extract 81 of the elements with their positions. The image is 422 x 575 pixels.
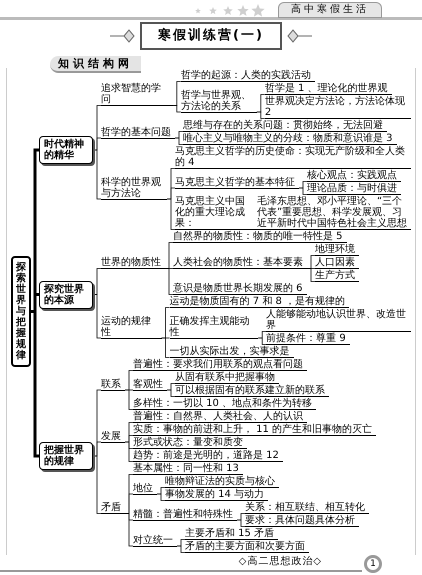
branch-label: 地理环境 xyxy=(315,244,359,256)
connector-line xyxy=(124,513,134,546)
branch-label: 理论品质：与时俱进 xyxy=(307,183,401,195)
branch-label: 人能够能动地认识世界、改造世界 xyxy=(266,309,411,332)
branch-label: 世界观决定方法论，方法论体现 2 xyxy=(264,96,411,119)
connector-line xyxy=(92,294,102,338)
node-text: 马克思主义中国化的重大理论成果： xyxy=(175,196,246,229)
branch-label: 思维与存在的关系问题：贯彻始终，无法回避 xyxy=(183,120,387,132)
connector-line xyxy=(164,268,174,295)
connector-line xyxy=(31,293,39,313)
branch-label: 运动的规律性 xyxy=(101,316,162,338)
connector-line xyxy=(124,390,134,410)
connector-line xyxy=(306,268,316,282)
header-tab: 高中寒假生活 xyxy=(278,2,382,18)
branch-label: 要求：具体问题具体分析 xyxy=(245,515,359,527)
branch-label: 世界的物质性 xyxy=(101,257,165,269)
connector-line xyxy=(298,188,308,195)
branch-label: 事物发展的 14 与动力 xyxy=(165,489,268,501)
branch-label: 关系：相互联结、相互转化 xyxy=(245,502,369,514)
connector-line xyxy=(92,456,102,514)
branch-label: 趋势：前途是光明的，道路是 12 xyxy=(133,450,283,462)
section-heading: 知识结构网 xyxy=(50,56,141,73)
branch-label: 前提条件：尊重 9 xyxy=(266,333,350,345)
branch-label: 多样性：一切以 10 、地点和条件为转移 xyxy=(133,398,316,410)
connector-line xyxy=(174,138,184,145)
node-text: 毛泽东思想、邓小平理论、“三个代表”重要思想、科学发展观、习近平新时代中国特色社会主义思想 xyxy=(257,196,407,229)
branch-label: 唯心主义与唯物主义的分歧：物质和意识谁是 3 xyxy=(183,133,397,145)
title-banner: 寒假训练营(一) xyxy=(140,22,282,50)
branch-label: 一切从实际出发，实事求是 xyxy=(170,346,294,358)
branch-label: 哲学的基本问题 xyxy=(101,126,175,138)
topic-box: 时代精神的精华 xyxy=(39,136,93,164)
branch-label: 形式或状态：量变和质变 xyxy=(133,437,247,449)
branch-label: 哲学的起源：人类的实践活动 xyxy=(180,70,315,82)
branch-label: 运动是物质固有的 7 和 8 ，是有规律的 xyxy=(170,296,350,308)
connector-line xyxy=(176,546,186,553)
branch-label: 哲学是 1 、理论化的世界观 xyxy=(264,83,392,95)
connector-line xyxy=(31,310,39,458)
branch-label: 实质：事物的前进和上升， 11 的产生和旧事物的灭亡 xyxy=(133,424,376,436)
connector-line xyxy=(161,338,170,358)
branch-label: 哲学与世界观、方法论的关系 xyxy=(180,90,257,112)
branch-label: 人口因素 xyxy=(315,257,359,269)
connector-line xyxy=(236,520,246,527)
connector-line xyxy=(258,338,267,345)
topic-box: 探究世界的本源 xyxy=(39,280,93,308)
branch-label: 唯物辩证法的实质与核心 xyxy=(165,476,279,488)
branch-label: 普遍性：要求我们用联系的观点看问题 xyxy=(133,359,307,371)
branch-label: 客观性 xyxy=(133,378,167,390)
branch-label: 联系 xyxy=(101,378,125,390)
branch-label: 追求智慧的学问 xyxy=(101,83,173,106)
page-number: 1 xyxy=(364,555,382,573)
branch-label: 主要矛盾和 15 矛盾 xyxy=(185,528,278,540)
branch-label: 基本属性：同一性和 13 xyxy=(133,463,243,475)
branch-label: 意识是物质世界长期发展的 6 xyxy=(173,283,307,295)
topic-box: 把握世界的规律 xyxy=(39,442,93,470)
branch-label xyxy=(175,196,411,230)
branch-label: 可以根据固有的联系建立新的联系 xyxy=(175,385,329,397)
branch-label: 自然界的物质性：物质的唯一特性是 5 xyxy=(173,231,347,243)
connector-line xyxy=(156,494,166,501)
branch-label: 核心观点：实践观点 xyxy=(307,170,401,182)
footer-subject: ◇高二思想政治◇ xyxy=(238,555,322,568)
branch-label: 科学的世界观与方法论 xyxy=(101,176,167,200)
branch-label: 矛盾 xyxy=(101,502,125,514)
connector-line xyxy=(92,150,102,200)
branch-label: 地位 xyxy=(133,482,157,494)
root-topic-box: 探索世界与把握规律 xyxy=(11,256,31,367)
branch-label: 发展 xyxy=(101,430,125,442)
branch-label: 马克思主义哲学的基本特征 xyxy=(175,176,299,188)
branch-label: 对立统一 xyxy=(133,534,177,546)
connector-line xyxy=(124,442,134,462)
branch-label: 矛盾的主要方面和次要方面 xyxy=(185,541,309,553)
branch-label: 人类社会的物质性：基本要素 xyxy=(173,257,307,269)
connector-line xyxy=(256,112,266,119)
connector-line xyxy=(166,198,176,230)
branch-label: 马克思主义哲学的历史使命：实现无产阶级和全人类的 4 xyxy=(175,146,411,169)
branch-label: 从固有联系中把握事物 xyxy=(175,372,279,384)
branch-label: 正确发挥主观能动性 xyxy=(170,316,258,338)
branch-label: 精髓：普遍性和特殊性 xyxy=(133,508,237,520)
connector-line xyxy=(172,105,182,112)
connector-line xyxy=(166,390,176,397)
branch-label: 普遍性：自然界、人类社会、人的认识 xyxy=(133,411,307,423)
branch-label: 生产方式 xyxy=(315,270,359,282)
